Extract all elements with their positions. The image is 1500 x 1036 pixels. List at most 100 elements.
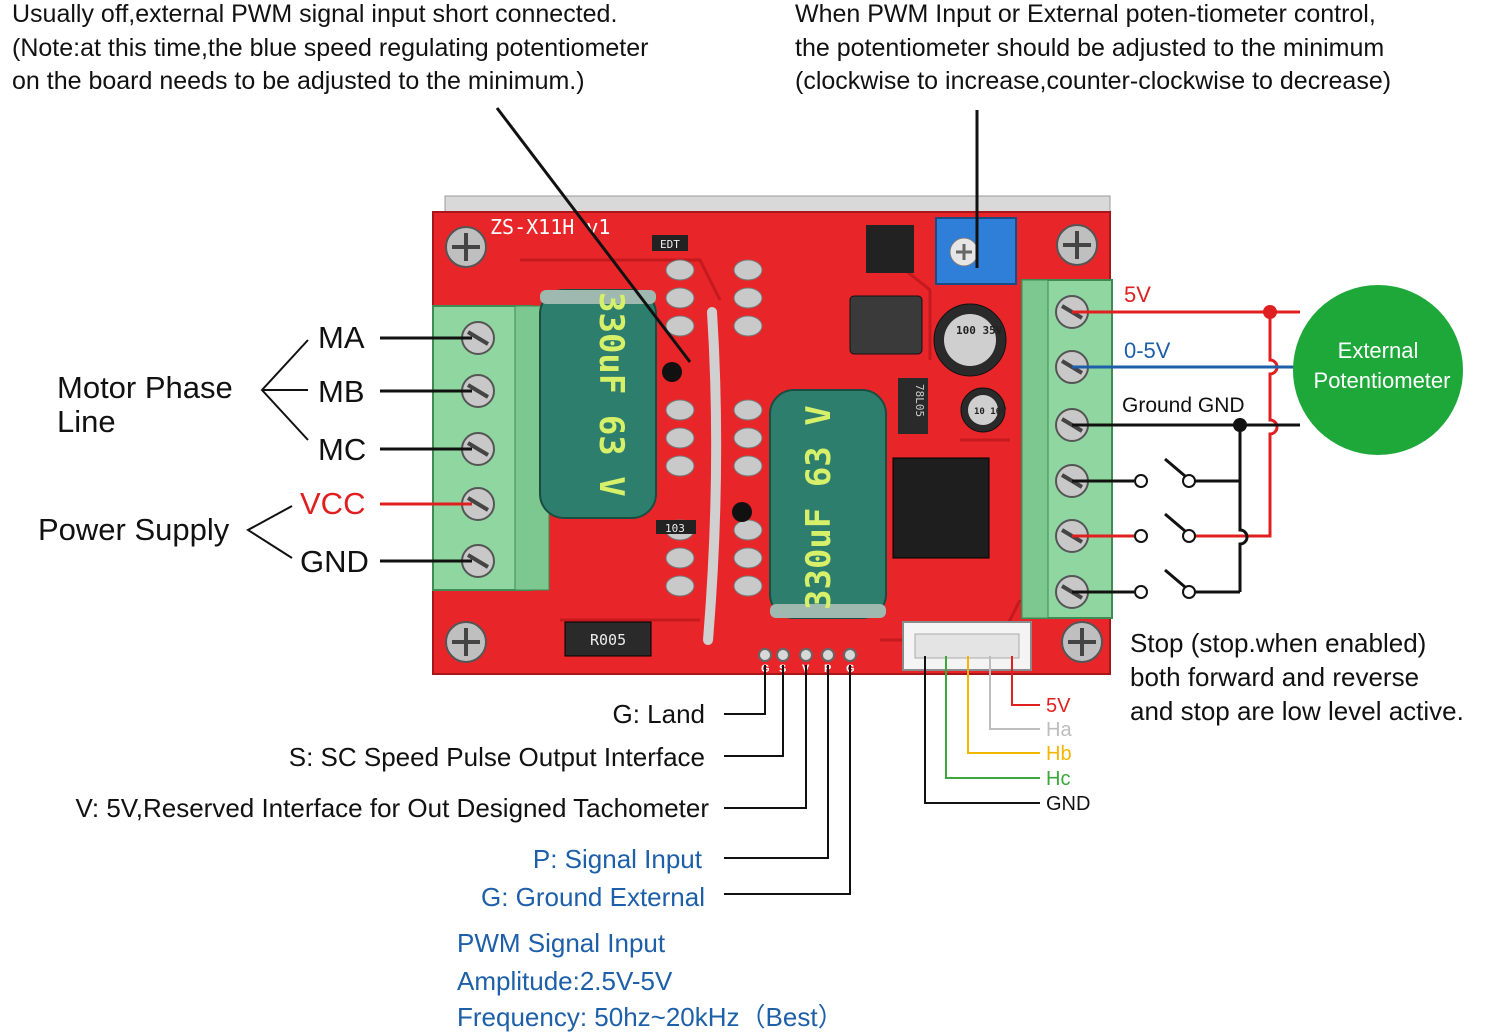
regulator-chip xyxy=(898,378,928,434)
solder-pad xyxy=(665,315,695,337)
inductor xyxy=(849,295,923,355)
screw-icon xyxy=(445,226,487,268)
capacitor-small-10uf-label: 10 16V xyxy=(974,407,1007,417)
motor-phase-title-2: Line xyxy=(57,404,116,439)
shunt-resistor-label: R005 xyxy=(590,631,626,649)
solder-pad xyxy=(665,547,695,569)
capacitor-small-100uf: 100 35V xyxy=(933,303,1007,377)
terminal-screw-icon xyxy=(461,487,495,521)
stop-note-line-1: Stop (stop.when enabled) xyxy=(1130,628,1426,658)
smd-chip-edt xyxy=(652,235,688,251)
stop-note-line-2: both forward and reverse xyxy=(1130,662,1419,692)
wire-ground-bus xyxy=(1238,425,1249,592)
leader-v-5v xyxy=(724,665,807,809)
external-potentiometer-label-2: Potentiometer xyxy=(1314,368,1451,393)
hall-wire-hb xyxy=(967,656,1040,754)
solder-pad xyxy=(665,427,695,449)
pwm-spec-title: PWM Signal Input xyxy=(457,928,666,958)
hall-wire-5v xyxy=(1011,656,1040,706)
hall-wire-ha xyxy=(989,656,1040,730)
label-right-ground: Ground GND xyxy=(1122,394,1245,417)
external-potentiometer-circle xyxy=(1293,285,1463,455)
note-top-left-leader xyxy=(495,107,692,363)
switch-icon xyxy=(1072,568,1196,599)
label-mb: MB xyxy=(318,374,365,409)
note-top-right: When PWM Input or External poten-tiomete… xyxy=(795,0,1391,95)
top-ic xyxy=(866,225,914,273)
screw-icon xyxy=(1056,224,1098,266)
solder-pad xyxy=(733,455,763,477)
stop-note: Stop (stop.when enabled) both forward an… xyxy=(1130,628,1464,726)
solder-pad xyxy=(733,259,763,281)
signal-pin xyxy=(758,648,772,662)
wire-5v-switch xyxy=(1185,312,1279,538)
signal-pin xyxy=(821,648,835,662)
note-top-right-line-1: When PWM Input or External poten-tiomete… xyxy=(795,0,1376,28)
label-right-5v: 5V xyxy=(1124,282,1151,307)
hall-wire-hc xyxy=(945,656,1040,779)
label-g-land: G: Land xyxy=(612,699,705,729)
switch-icon xyxy=(1072,512,1196,543)
smd-resistor-103-label: 103 xyxy=(665,522,685,535)
capacitor-right: 330uF 63 V xyxy=(769,389,887,619)
hall-label-hb: Hb xyxy=(1046,743,1072,765)
motor-phase-title-1: Motor Phase xyxy=(57,370,233,405)
motor-phase-group: Motor Phase Line MA MB MC xyxy=(57,320,472,467)
note-top-right-line-2: the potentiometer should be adjusted to … xyxy=(795,34,1384,62)
solder-pad xyxy=(665,455,695,477)
label-gnd: GND xyxy=(300,544,369,579)
capacitor-small-100uf-label: 100 35V xyxy=(956,324,1003,337)
solder-pad xyxy=(733,519,763,541)
label-vcc: VCC xyxy=(300,486,365,521)
leader-p-signal xyxy=(724,665,829,859)
shunt-resistor xyxy=(564,621,652,657)
leader-g-land xyxy=(724,665,766,715)
smd-resistor-103 xyxy=(656,520,696,534)
solder-pad xyxy=(665,287,695,309)
power-supply-title: Power Supply xyxy=(38,512,230,547)
signal-pin xyxy=(776,648,790,662)
solder-pad xyxy=(733,547,763,569)
note-top-left-line-2: (Note:at this time,the blue speed regula… xyxy=(12,34,649,62)
note-top-left-line-3: on the board needs to be adjusted to the… xyxy=(12,67,585,95)
regulator-chip-label: 78L05 xyxy=(913,384,926,417)
solder-pad xyxy=(665,399,695,421)
right-terminal-block xyxy=(1021,279,1113,619)
terminal-screw-icon xyxy=(461,544,495,578)
driver-ic xyxy=(892,457,990,559)
leader-g-ground-ext xyxy=(724,665,851,895)
solder-pad xyxy=(733,399,763,421)
signal-pin xyxy=(799,648,813,662)
pwm-spec-amplitude: Amplitude:2.5V-5V xyxy=(457,966,673,996)
label-right-0-5v: 0-5V xyxy=(1124,338,1171,363)
solder-pad xyxy=(665,259,695,281)
board-model-label: ZS-X11H v1 xyxy=(490,215,610,239)
capacitor-small-10uf: 10 16V xyxy=(960,387,1007,433)
hall-label-5v: 5V xyxy=(1046,695,1071,717)
screw-icon xyxy=(445,621,487,663)
screw-icon xyxy=(1061,621,1103,663)
external-potentiometer: External Potentiometer xyxy=(1293,285,1463,455)
capacitor-left-label: 330uF 63 V xyxy=(591,292,631,497)
right-wiring xyxy=(1072,305,1300,599)
smd-chip-edt-label: EDT xyxy=(660,238,680,251)
note-top-left: Usually off,external PWM signal input sh… xyxy=(12,0,649,95)
terminal-screw-icon xyxy=(461,374,495,408)
solder-pad xyxy=(665,575,695,597)
label-g-ground-external: G: Ground External xyxy=(481,882,705,912)
leader-s-speed xyxy=(724,665,784,757)
label-ma: MA xyxy=(318,320,365,355)
capacitor-right-label: 330uF 63 V xyxy=(799,405,839,610)
note-top-left-line-1: Usually off,external PWM signal input sh… xyxy=(12,0,617,28)
pwm-spec: PWM Signal Input Amplitude:2.5V-5V Frequ… xyxy=(457,928,844,1032)
stop-note-line-3: and stop are low level active. xyxy=(1130,696,1464,726)
hall-label-hc: Hc xyxy=(1046,768,1070,790)
label-v-5v-tachometer: V: 5V,Reserved Interface for Out Designe… xyxy=(76,793,710,823)
switch-icon xyxy=(1072,457,1196,488)
power-supply-brace xyxy=(246,505,293,559)
external-potentiometer-label-1: External xyxy=(1338,338,1419,363)
note-top-right-line-3: (clockwise to increase,counter-clockwise… xyxy=(795,67,1391,95)
shunt-wire xyxy=(703,307,722,645)
solder-pad xyxy=(733,315,763,337)
